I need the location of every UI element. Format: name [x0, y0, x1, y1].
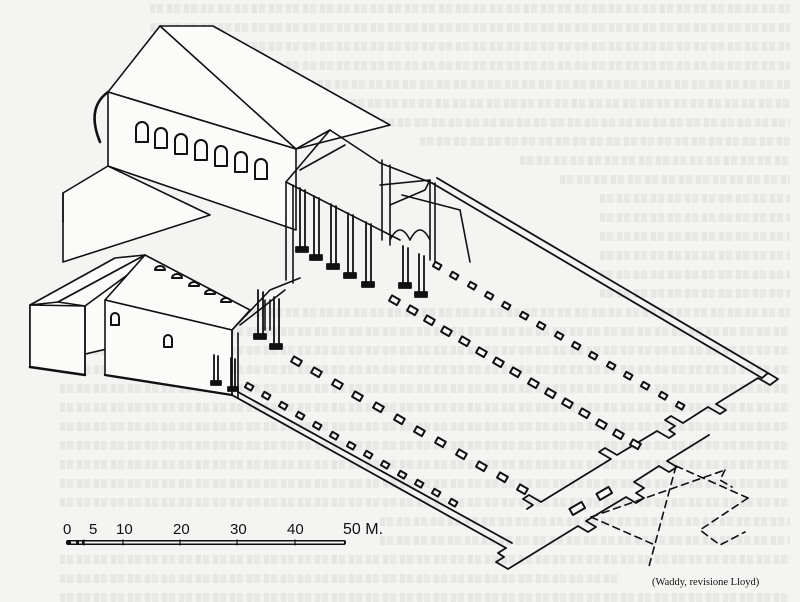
- scale-tick-40: 40: [287, 521, 304, 538]
- column-bases: [243, 260, 686, 516]
- atrium-dashed-outline: [590, 465, 749, 571]
- columns: [210, 187, 428, 392]
- column-row-d: [431, 260, 686, 411]
- scale-tick-30: 30: [230, 521, 247, 538]
- column-row-b: [290, 355, 529, 496]
- section-cutaway: [210, 129, 471, 399]
- scale-tick-10: 10: [116, 521, 133, 538]
- scale-tick-5: 5: [89, 521, 98, 538]
- scale-tick-20: 20: [173, 521, 190, 538]
- column-row-c: [243, 381, 459, 508]
- scale-tick-50-unit: 50 M.: [343, 521, 384, 538]
- clerestory-windows: [135, 121, 268, 180]
- transept: [28, 165, 211, 377]
- scale-bar: [66, 539, 346, 546]
- scale-tick-0: 0: [63, 521, 72, 538]
- column-row-a: [388, 294, 642, 451]
- figure-credit-caption: (Waddy, revisione Lloyd): [652, 577, 760, 588]
- atrium-walls: [231, 177, 779, 570]
- nave: [93, 25, 391, 231]
